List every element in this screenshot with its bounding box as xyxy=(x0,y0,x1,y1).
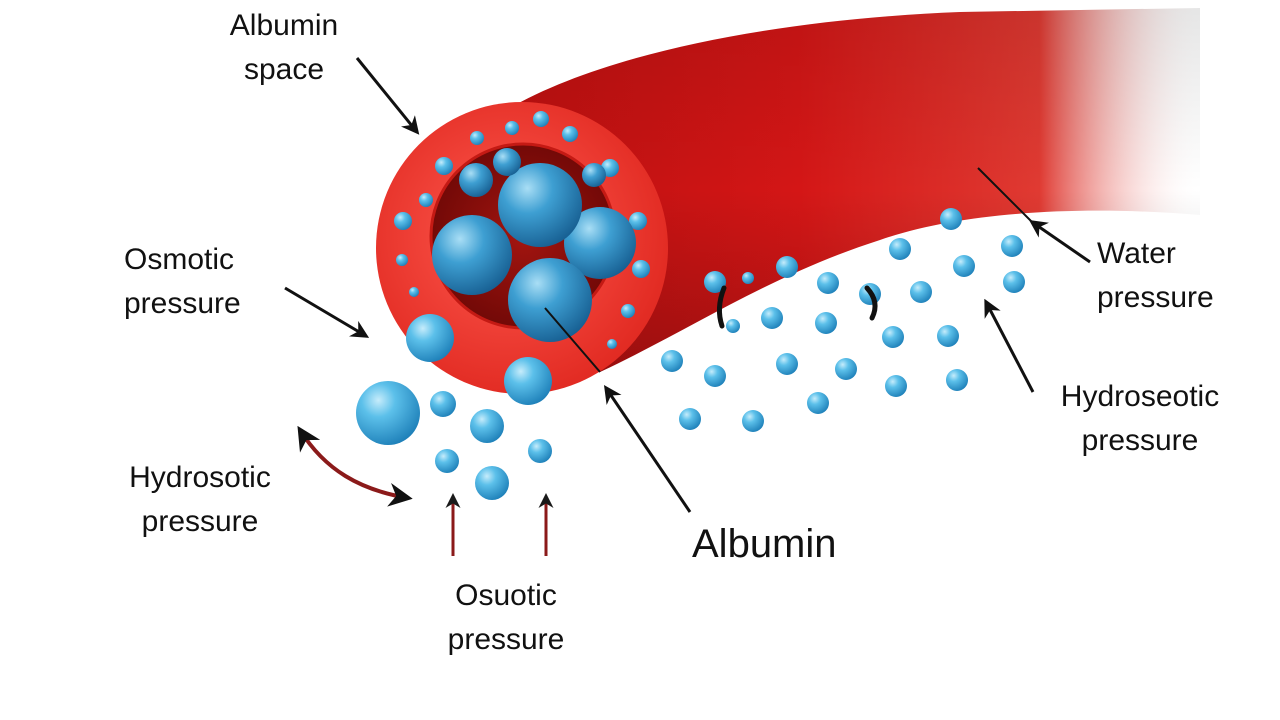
label-osuotic-pressure: Osuotic pressure xyxy=(426,574,586,662)
label-osmotic-pressure-line2: pressure xyxy=(124,287,241,320)
label-albumin: Albumin xyxy=(692,522,837,566)
label-albumin-space: Albumin space xyxy=(214,4,354,92)
interstitial-dots xyxy=(661,208,1025,432)
arrow-water-pressure xyxy=(1029,219,1091,264)
rim-albumin-dots xyxy=(394,111,650,349)
label-albumin-space-line2: space xyxy=(243,53,325,86)
label-water-pressure-line1: Water xyxy=(1097,237,1176,270)
label-osuotic-pressure-line2: pressure xyxy=(447,623,565,656)
arrow-water-pressure-tail xyxy=(977,167,1033,223)
label-albumin-space-line1: Albumin xyxy=(229,9,339,42)
label-osmotic-pressure: Osmotic pressure xyxy=(124,238,241,326)
label-hydrosotic-pressure-line2: pressure xyxy=(141,505,259,538)
osuotic-arrows xyxy=(445,493,554,556)
label-osuotic-pressure-line1: Osuotic xyxy=(455,579,557,612)
arrow-osmotic-pressure xyxy=(284,286,370,338)
label-water-pressure: Water pressure xyxy=(1097,232,1214,320)
label-water-pressure-line2: pressure xyxy=(1097,281,1214,314)
small-curved-marks xyxy=(716,285,878,329)
arrow-albumin-inner xyxy=(544,307,601,373)
label-hydroseotic-pressure-line1: Hydroseotic xyxy=(1060,380,1220,413)
arrow-albumin-space xyxy=(355,57,420,135)
arrow-albumin xyxy=(603,385,692,513)
label-hydroseotic-pressure-line2: pressure xyxy=(1081,424,1199,457)
hydrosotic-double-arrow xyxy=(297,425,413,507)
lumen-albumin-molecules xyxy=(432,148,636,342)
label-hydrosotic-pressure-line1: Hydrosotic xyxy=(129,461,271,494)
arrow-hydroseotic-pressure xyxy=(984,298,1035,393)
pointer-arrows xyxy=(284,57,1091,513)
label-osmotic-pressure-line1: Osmotic xyxy=(124,243,235,276)
label-hydrosotic-pressure: Hydrosotic pressure xyxy=(110,456,290,544)
label-hydroseotic-pressure: Hydroseotic pressure xyxy=(1040,375,1240,463)
